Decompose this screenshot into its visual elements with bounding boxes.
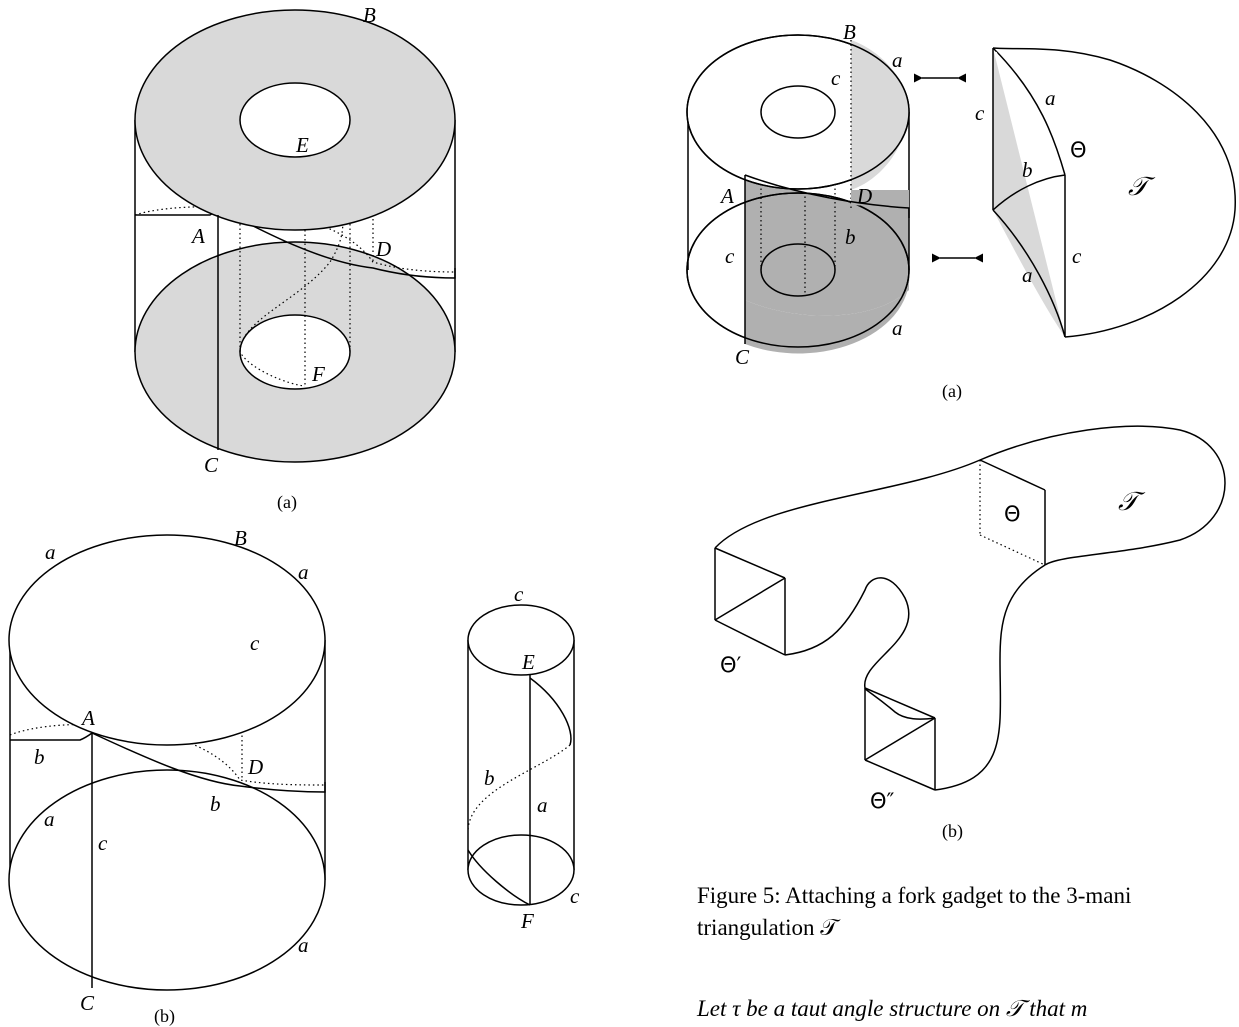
- label-a-small: a: [537, 793, 548, 817]
- figure-caption-line2: triangulation 𝒯: [697, 915, 838, 940]
- label-b-lower-left-b: b: [210, 792, 221, 816]
- label-a-top-right-a: a: [892, 48, 903, 72]
- label-F-left-a: F: [311, 362, 325, 386]
- label-D-right-a: D: [856, 184, 872, 208]
- caption-right-a: (a): [942, 381, 962, 402]
- label-theta-dprime: Θ″: [870, 789, 895, 813]
- label-D-left-a: D: [375, 237, 391, 261]
- label-T-right-b: 𝒯: [1118, 487, 1146, 516]
- label-a-left-left-b: a: [44, 807, 55, 831]
- label-E-left-a: E: [295, 133, 309, 157]
- label-a-top-right-left-b: a: [298, 560, 309, 584]
- figure-right-b: [714, 425, 1226, 791]
- label-c-front-left-b: c: [98, 831, 108, 855]
- label-theta-right-a: Θ: [1070, 138, 1087, 162]
- label-C-left-b: C: [80, 991, 95, 1015]
- label-b-piece: b: [1022, 158, 1033, 182]
- figure-left-b: [8, 534, 575, 991]
- label-C-right-a: C: [735, 345, 750, 369]
- label-D-left-b: D: [247, 755, 263, 779]
- label-b-small: b: [484, 766, 495, 790]
- label-A-right-a: A: [719, 184, 734, 208]
- label-c-top-right-a: c: [831, 66, 841, 90]
- caption-left-b: (b): [154, 1006, 175, 1027]
- label-theta-prime: Θ′: [720, 653, 742, 677]
- figure-right-a: [686, 34, 1236, 354]
- label-E-left-b: E: [521, 650, 535, 674]
- body-text: Let τ be a taut angle structure on 𝒯 tha…: [697, 996, 1088, 1021]
- label-a-piece-low: a: [1022, 263, 1033, 287]
- figure-caption: Figure 5: Attaching a fork gadget to the…: [697, 880, 1237, 944]
- label-theta-right-b: Θ: [1004, 502, 1021, 526]
- label-C-left-a: C: [204, 453, 219, 477]
- label-A-left-b: A: [80, 706, 95, 730]
- label-A-left-a: A: [190, 224, 205, 248]
- label-a-piece: a: [1045, 86, 1056, 110]
- label-c-small-bottom: c: [570, 884, 580, 908]
- label-B-left-b: B: [234, 526, 247, 550]
- caption-right-b: (b): [942, 821, 963, 842]
- label-c-vertical-left-b: c: [250, 631, 260, 655]
- label-c-piece: c: [975, 101, 985, 125]
- label-a-bottom-right-a: a: [892, 316, 903, 340]
- figure-left-a: [134, 9, 456, 463]
- label-c-left-right-a: c: [725, 244, 735, 268]
- label-c-piece-low: c: [1072, 244, 1082, 268]
- label-a-top-left-b: a: [45, 540, 56, 564]
- label-B-left-a: B: [363, 3, 376, 27]
- label-b-mid-right-a: b: [845, 225, 856, 249]
- caption-left-a: (a): [277, 492, 297, 513]
- label-b-left-left-b: b: [34, 745, 45, 769]
- label-F-left-b: F: [520, 909, 534, 933]
- label-B-right-a: B: [843, 20, 856, 44]
- figure-caption-line1: Figure 5: Attaching a fork gadget to the…: [697, 883, 1132, 908]
- label-a-bottom-left-b: a: [298, 933, 309, 957]
- label-c-small-top: c: [514, 582, 524, 606]
